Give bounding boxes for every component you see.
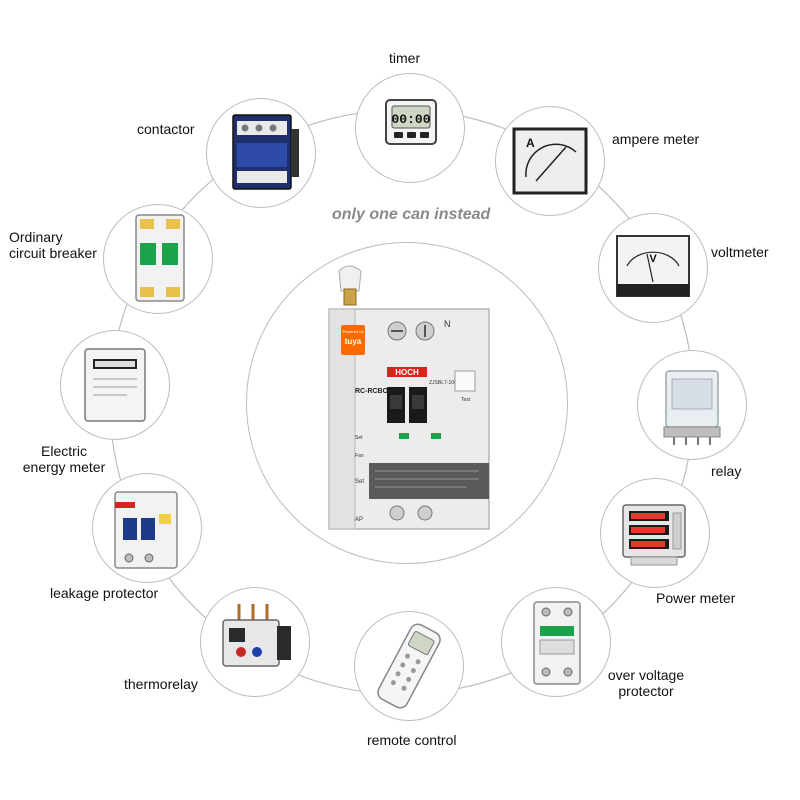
thermorelay-circle [200,587,310,697]
smart-breaker-device: N Powered by tuya HOCH ZJSBL7-100Z RC-RC… [328,265,490,530]
remote-control-icon [377,623,441,709]
label-electric-energy-meter: Electric energy meter [14,443,114,475]
energy-meter-icon [84,348,146,422]
voltmeter-letter: V [649,253,657,265]
contactor-icon [232,114,299,190]
label-timer: timer [389,50,421,66]
thermorelay-icon [222,604,291,667]
leakage-protector-circle [92,473,202,583]
label-leakage-protector: leakage protector [50,585,159,601]
voltmeter-icon: V [616,235,690,297]
center-device-circle: N Powered by tuya HOCH ZJSBL7-100Z RC-RC… [246,242,568,564]
label-power-meter: Power meter [656,590,736,606]
label-ampere-meter: ampere meter [612,131,700,147]
circuit-breaker-icon [135,214,185,302]
ampere-letter: A [526,136,535,150]
label-voltmeter: voltmeter [711,244,769,260]
contactor-circle [206,98,316,208]
label-electric-energy-meter-line-1: Electric [41,443,87,459]
ap-label: AP [355,517,363,523]
type-label: RC-RCBO [355,388,389,395]
over-voltage-protector-icon [533,601,581,685]
antenna-icon [338,265,362,292]
label-over-voltage-protector-line-1: over voltage [607,667,685,683]
power-meter-circle [600,478,710,588]
label-contactor: contactor [137,121,195,137]
ampere-meter-circle: A [495,106,605,216]
label-over-voltage-protector-line-2: protector [618,683,674,699]
test-label: Test [461,397,471,403]
relay-icon [663,370,721,445]
tagline: only one can instead [332,206,491,223]
label-remote-control: remote control [367,732,457,748]
label-electric-energy-meter-line-2: energy meter [22,459,106,475]
remote-control-circle [354,611,464,721]
circuit-breaker-circle [103,204,213,314]
set-label: Set [355,435,363,441]
tuya-badge [341,325,365,355]
badge-brand: tuya [345,337,362,346]
fan-label: Fan [355,453,364,459]
model-number: ZJSBL7-100Z [429,380,460,386]
ampere-meter-icon: A [512,127,588,195]
timer-display: 00:00 [391,112,430,127]
top-letter: N [444,319,451,329]
label-thermorelay: thermorelay [124,676,198,692]
timer-icon: 00:00 [385,99,437,145]
power-meter-icon [622,504,686,566]
energy-meter-circle [60,330,170,440]
brand-name: HOCH [395,368,419,377]
set-button-label: Set [355,479,364,485]
label-ordinary-circuit-breaker-line-1: Ordinary [9,229,63,245]
voltmeter-circle: V [598,213,708,323]
timer-circle: 00:00 [355,73,465,183]
relay-circle [637,350,747,460]
over-voltage-protector-circle [501,587,611,697]
leakage-protector-icon [114,491,178,569]
label-over-voltage-protector: over voltage protector [603,667,689,699]
label-ordinary-circuit-breaker-line-2: circuit breaker [9,245,97,261]
badge-top: Powered by [342,329,363,334]
label-ordinary-circuit-breaker: Ordinary circuit breaker [9,229,97,261]
label-relay: relay [711,463,742,479]
